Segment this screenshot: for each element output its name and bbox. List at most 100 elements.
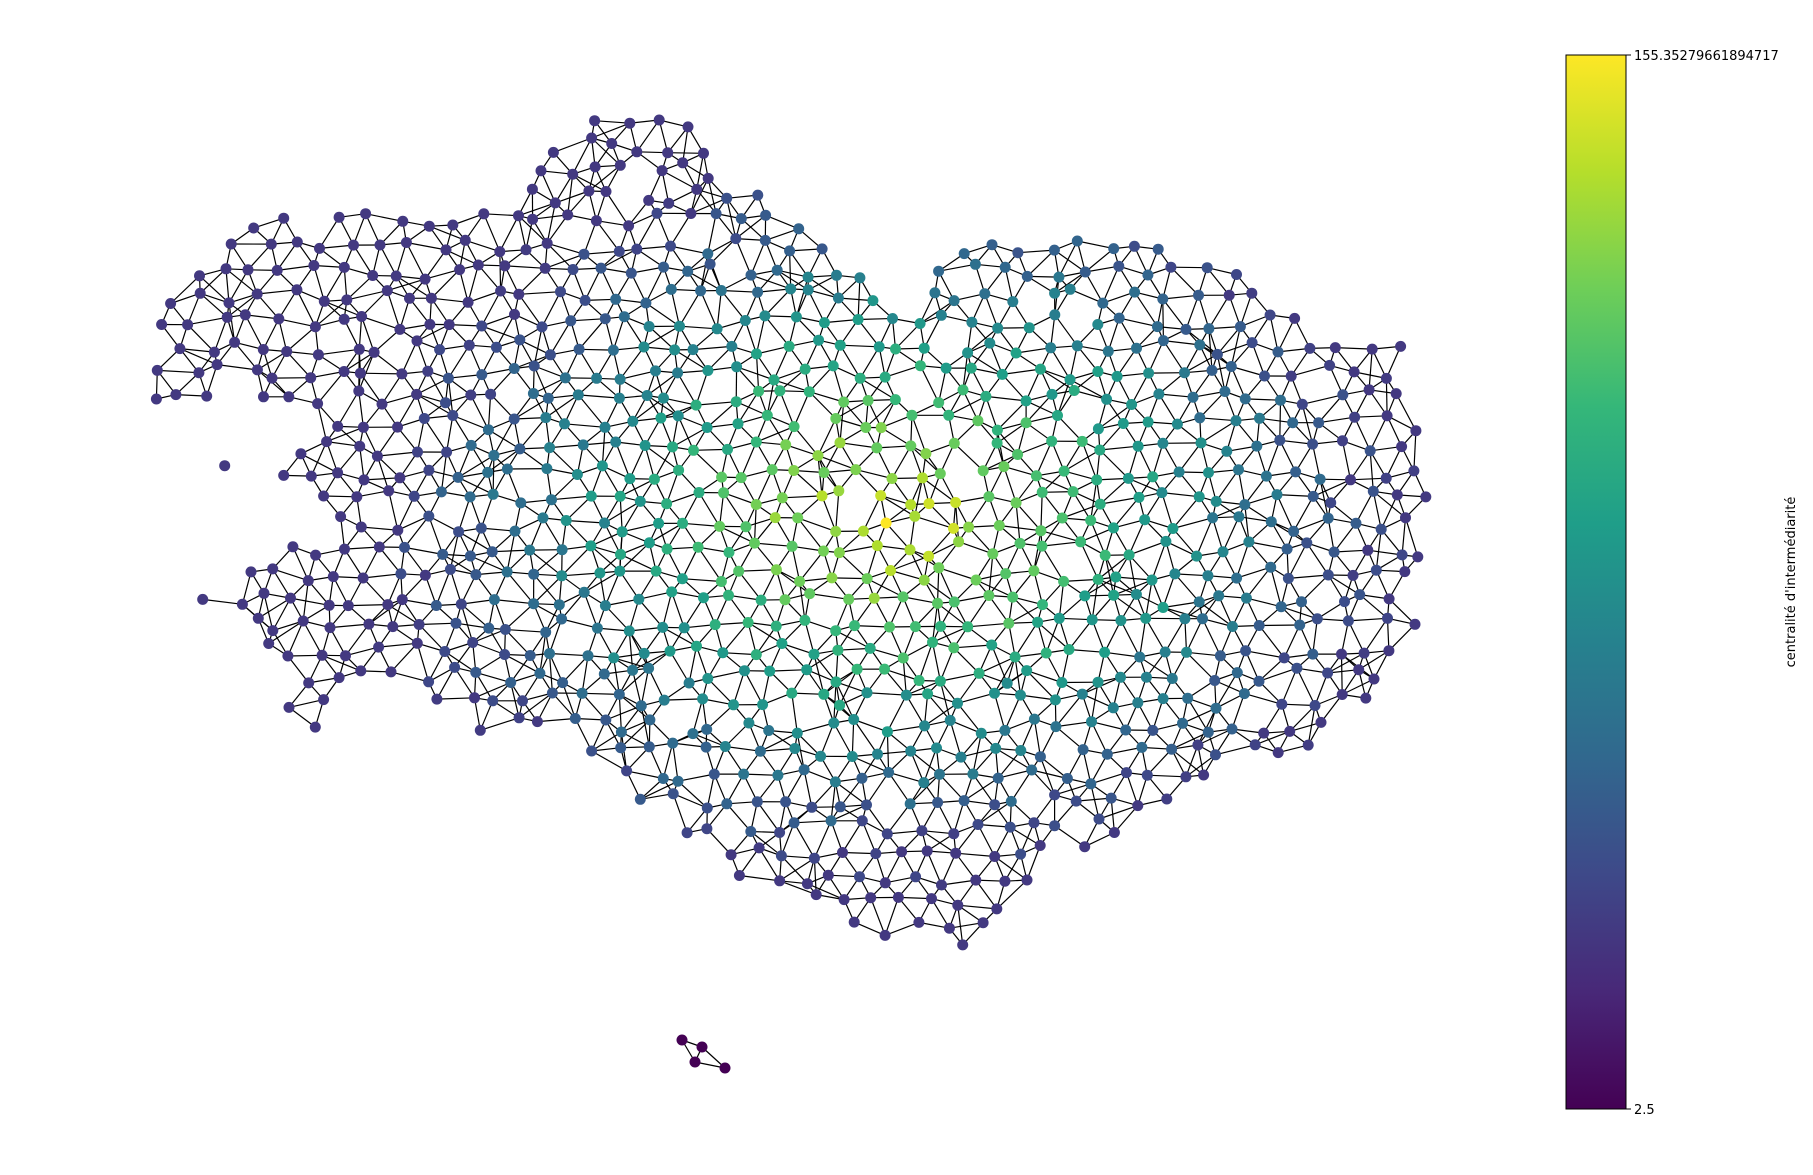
graph-edge (1134, 291, 1158, 327)
graph-edge (518, 267, 546, 295)
graph-edge (1069, 288, 1104, 304)
graph-edge (1222, 516, 1240, 553)
graph-edge (1306, 542, 1329, 576)
graph-edge (361, 290, 388, 317)
graph-edge (728, 594, 749, 623)
graph-edge (760, 569, 777, 601)
graph-edge (890, 569, 925, 581)
graph-edge (859, 346, 880, 379)
graph-edge (909, 516, 916, 550)
graph-edge (395, 242, 407, 277)
graph-edge (1341, 440, 1352, 480)
graph-edge (481, 527, 516, 532)
graph-edge (1259, 624, 1300, 627)
graph-edge (1054, 271, 1086, 294)
graph-edge (430, 269, 461, 299)
graph-edge (376, 455, 390, 491)
graph-edge (1372, 490, 1406, 519)
graph-edge (483, 213, 501, 252)
graph-edge (1170, 266, 1199, 296)
graph-edge (1113, 497, 1140, 529)
graph-edge (709, 238, 737, 265)
graph-edge (423, 418, 448, 453)
graph-edge (1386, 415, 1403, 447)
graph-edge (583, 250, 620, 255)
graph-edge (613, 657, 620, 695)
graph-edge (895, 323, 921, 350)
graph-edge (612, 316, 625, 351)
graph-edge (378, 642, 418, 648)
graph-edge (467, 264, 479, 303)
graph-edge (419, 622, 457, 626)
graph-edge (931, 603, 939, 643)
graph-edge (1293, 496, 1314, 532)
graph-edge (401, 574, 426, 601)
graph-edge (475, 653, 505, 673)
graph-edge (310, 441, 328, 477)
graph-edge (472, 641, 505, 656)
graph-edge (615, 441, 631, 479)
graph-edge (323, 495, 357, 498)
graph-edge (953, 442, 984, 472)
graph-edge (1003, 466, 1037, 477)
graph-edge (1069, 345, 1078, 380)
graph-edge (839, 442, 877, 449)
graph-edge (352, 244, 374, 276)
graph-edge (1033, 530, 1042, 571)
graph-edge (804, 620, 815, 655)
graph-edge (843, 401, 867, 428)
graph-edge (290, 597, 330, 606)
graph-edge (343, 548, 364, 579)
graph-edge (179, 348, 218, 366)
graph-edge (1119, 317, 1158, 328)
graph-edge (1212, 517, 1224, 552)
graph-edge (551, 495, 592, 501)
graph-edge (817, 455, 857, 471)
graph-edge (187, 324, 215, 353)
graph-edge (467, 290, 501, 303)
graph-edge (446, 415, 454, 453)
graph-edge (1279, 440, 1297, 473)
graph-edge (1161, 492, 1200, 498)
graph-edge (682, 522, 720, 527)
graph-edge (865, 399, 896, 428)
graph-edge (481, 325, 521, 341)
graph-edge (590, 545, 621, 572)
graph-edge (1128, 477, 1163, 494)
graph-edge (424, 269, 460, 280)
graph-edge (1015, 502, 1021, 544)
graph-edge (832, 365, 845, 403)
graph-edge (1072, 491, 1092, 521)
graph-edge (1058, 581, 1065, 619)
graph-edge (721, 274, 752, 292)
graph-edge (840, 344, 880, 348)
graph-edge (866, 545, 878, 579)
graph-edge (813, 653, 837, 683)
graph-edge (1063, 578, 1099, 582)
graph-edge (329, 623, 369, 629)
graph-edge (345, 623, 370, 657)
graph-edge (583, 570, 621, 593)
graph-edge (202, 598, 243, 605)
graph-edge (533, 326, 543, 367)
graph-edge (719, 492, 725, 527)
graph-edge (225, 268, 230, 303)
graph-edge (427, 370, 447, 403)
graph-edge (1216, 326, 1241, 355)
graph-edge (938, 263, 976, 272)
graph-edge (766, 415, 787, 446)
graph-edge (1151, 541, 1167, 581)
graph-edge (565, 495, 592, 521)
graph-edge (187, 293, 201, 325)
graph-edge (914, 515, 954, 529)
graph-edge (395, 275, 432, 299)
graph-edge (885, 522, 911, 551)
graph-edge (1312, 618, 1318, 655)
graph-edge (1127, 446, 1139, 479)
graph-edge (599, 572, 606, 606)
graph-edge (418, 624, 446, 652)
graph-edge (1069, 379, 1107, 400)
graph-edge (300, 453, 338, 474)
graph-edge (533, 377, 566, 395)
graph-edge (518, 293, 543, 328)
